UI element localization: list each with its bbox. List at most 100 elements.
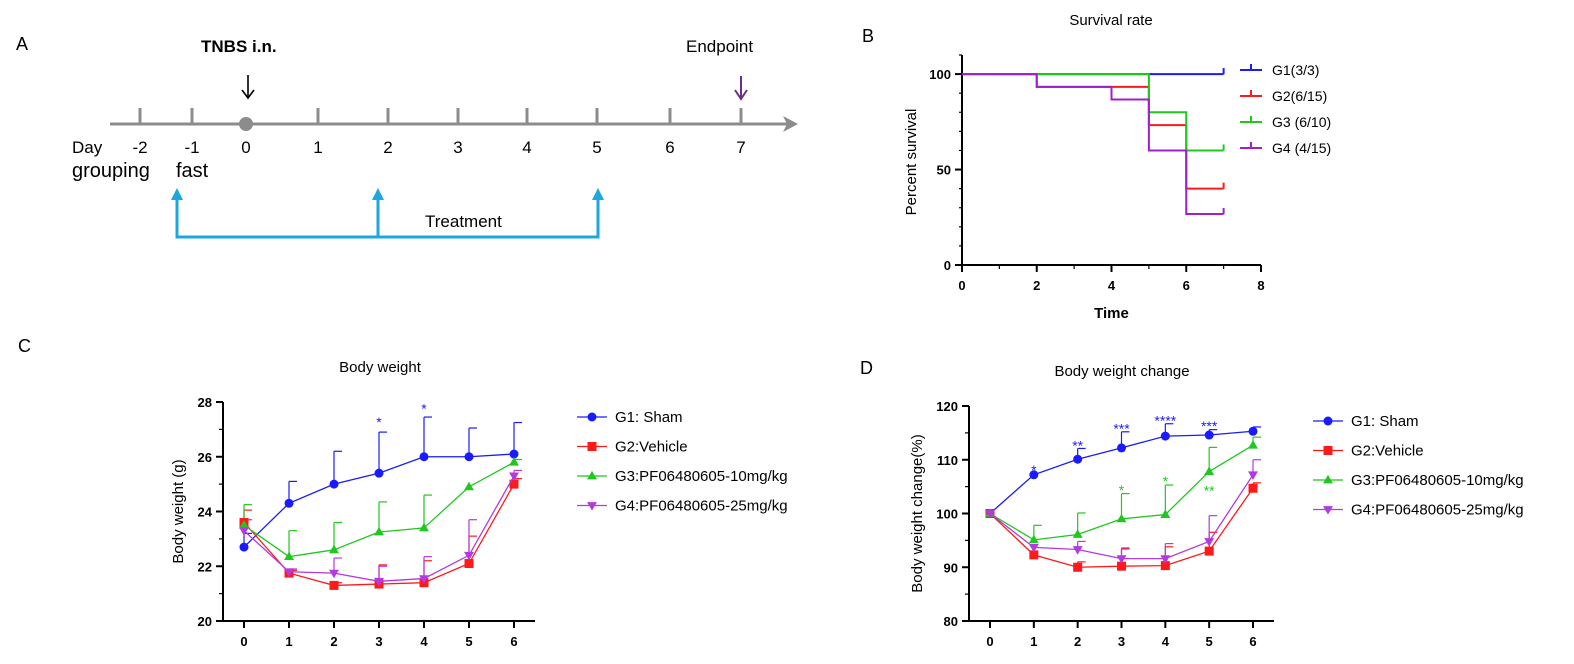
data-point-2: [1204, 546, 1214, 556]
tnbs-dot: [239, 117, 253, 131]
x-tick-label: 1: [285, 634, 292, 649]
legend-marker-3: [587, 470, 597, 480]
day-label: Day: [72, 138, 103, 157]
y-axis-label: Body weight (g): [170, 459, 187, 563]
x-tick-label: 3: [1118, 634, 1125, 649]
data-point-4: [1204, 538, 1215, 547]
significance-mark: *: [1119, 482, 1125, 498]
legend-entry-2: G2:Vehicle: [615, 439, 688, 456]
x-tick-label: 2: [1033, 278, 1040, 293]
data-point-4: [419, 575, 429, 584]
panel-label-c: C: [18, 336, 31, 356]
survival-line-3: [962, 73, 1224, 152]
y-axis-label: Percent survival: [903, 109, 920, 216]
data-point-1: [1248, 426, 1258, 436]
data-point-4: [329, 569, 339, 579]
x-tick-label: 6: [510, 634, 517, 649]
legend-entry-2: G2:Vehicle: [1351, 443, 1424, 460]
data-point-3: [509, 457, 519, 466]
x-tick-label: 4: [1162, 634, 1170, 649]
data-point-2: [464, 559, 474, 569]
legend-entry-4: G4:PF06480605-25mg/kg: [1351, 502, 1524, 519]
significance-mark: ***: [1113, 421, 1130, 437]
y-tick-label: 50: [937, 163, 951, 178]
grouping-label: grouping: [72, 160, 150, 182]
x-tick-label: 8: [1257, 278, 1264, 293]
data-point-3: [1072, 529, 1083, 538]
data-point-4: [1072, 546, 1083, 555]
legend-entry-1: G1: Sham: [615, 409, 683, 426]
y-tick-label: 0: [944, 258, 951, 273]
legend-entry-3: G3:PF06480605-10mg/kg: [615, 468, 788, 485]
data-point-3: [1160, 509, 1171, 518]
data-point-1: [1117, 443, 1126, 453]
significance-mark: **: [1072, 438, 1083, 454]
data-point-1: [1160, 431, 1170, 441]
x-tick-label: 4: [1108, 278, 1116, 293]
data-point-2: [1117, 561, 1126, 571]
data-point-2: [1160, 561, 1170, 571]
y-tick-label: 120: [936, 399, 958, 414]
data-point-2: [1029, 550, 1039, 560]
legend-entry-3: G3:PF06480605-10mg/kg: [1351, 472, 1524, 489]
y-axis-label: Body weight change(%): [909, 434, 926, 592]
x-tick-label: 0: [240, 634, 247, 649]
data-point-3: [1116, 513, 1127, 523]
timeline-day-5: 5: [592, 138, 601, 157]
data-point-4: [1028, 543, 1039, 553]
timeline-day-6: 6: [665, 138, 674, 157]
data-point-4: [1160, 555, 1171, 564]
data-point-3: [284, 551, 294, 561]
data-point-2: [509, 479, 519, 489]
x-tick-label: 4: [420, 634, 428, 649]
data-point-2: [329, 580, 339, 590]
data-point-4: [374, 577, 384, 587]
data-point-1: [374, 468, 384, 478]
x-tick-label: 6: [1183, 278, 1190, 293]
treatment-label: Treatment: [425, 212, 502, 231]
tnbs-arrowhead: [241, 89, 255, 100]
chart-title: Body weight change: [1054, 363, 1189, 380]
y-tick-label: 26: [198, 450, 212, 465]
x-axis-label: Time: [1094, 305, 1129, 322]
survival-line-4: [962, 73, 1224, 216]
fast-label: fast: [176, 160, 209, 182]
legend-entry-1: G1(3/3): [1272, 62, 1319, 78]
treatment-bracket: [171, 188, 604, 239]
y-tick-label: 90: [944, 560, 958, 575]
data-point-4: [239, 527, 249, 536]
data-point-1: [284, 498, 294, 508]
chart-title: Body weight: [339, 359, 422, 376]
significance-mark: ***: [1201, 418, 1218, 434]
y-tick-label: 28: [198, 395, 212, 410]
data-point-1: [419, 452, 429, 462]
x-tick-label: 0: [986, 634, 993, 649]
panel-label-d: D: [860, 358, 873, 378]
data-point-1: [239, 542, 249, 552]
legend-marker-1: [587, 412, 597, 422]
legend-marker-1: [1323, 416, 1333, 426]
panel-label-b: B: [862, 26, 874, 46]
x-tick-label: 5: [465, 634, 472, 649]
data-point-3: [1204, 466, 1215, 475]
data-point-2: [1248, 483, 1258, 493]
timeline-day-3: 3: [453, 138, 462, 157]
y-tick-label: 22: [198, 559, 212, 574]
timeline-arrowhead: [783, 116, 798, 132]
data-point-1: [1029, 470, 1039, 480]
significance-mark: *: [1163, 473, 1169, 489]
data-point-3: [374, 526, 384, 536]
timeline-ticks: [138, 108, 743, 124]
timeline-day-0: 0: [241, 138, 250, 157]
data-point-4: [1248, 471, 1258, 480]
data-point-3: [1028, 534, 1039, 544]
timeline-day-7: 7: [736, 138, 745, 157]
chart-title: Survival rate: [1069, 12, 1152, 29]
significance-mark: *: [1031, 462, 1037, 478]
significance-mark: ****: [1154, 412, 1176, 428]
timeline-day-1: 1: [313, 138, 322, 157]
legend-marker-2: [587, 442, 597, 451]
legend-entry-4: G4 (4/15): [1272, 140, 1331, 156]
legend-marker-4: [587, 502, 597, 511]
